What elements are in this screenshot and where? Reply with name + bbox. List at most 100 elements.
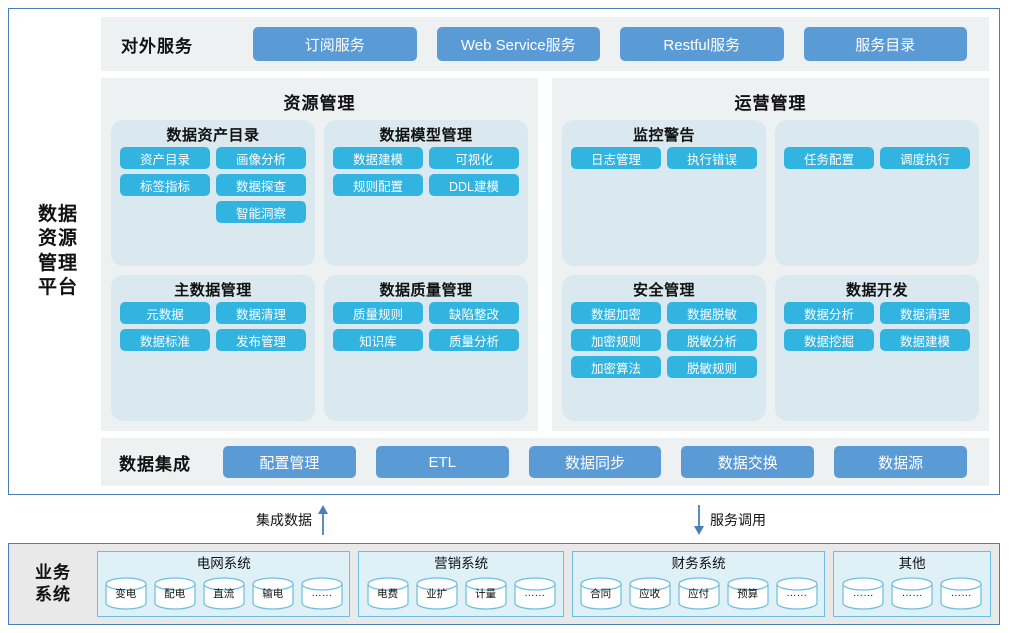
platform-title: 数据 资源 管理 平台 xyxy=(17,9,99,494)
tag-visualization[interactable]: 可视化 xyxy=(429,147,519,169)
tag-masking-analysis[interactable]: 脱敏分析 xyxy=(667,329,757,351)
business-systems-title: 业务 系统 xyxy=(17,562,89,606)
tag-data-cleaning[interactable]: 数据清理 xyxy=(216,302,306,324)
system-title-marketing: 营销系统 xyxy=(434,556,489,571)
tag-encryption-algorithm[interactable]: 加密算法 xyxy=(571,356,661,378)
cylinder-distribution[interactable]: 配电 xyxy=(153,576,197,610)
group-data-development: 数据开发 数据分析 数据清理 数据挖掘 数据建模 xyxy=(775,275,979,421)
cylinder-label: 合同 xyxy=(590,587,612,600)
tag-knowledge-base[interactable]: 知识库 xyxy=(333,329,423,351)
tag-rule-config[interactable]: 规则配置 xyxy=(333,174,423,196)
cylinder-more-finance[interactable]: …… xyxy=(775,576,819,610)
tag-defect-rectification[interactable]: 缺陷整改 xyxy=(429,302,519,324)
tag-task-config[interactable]: 任务配置 xyxy=(784,147,874,169)
system-title-grid: 电网系统 xyxy=(196,556,251,571)
tag-quality-rule[interactable]: 质量规则 xyxy=(333,302,423,324)
cylinder-other-1[interactable]: …… xyxy=(841,576,885,610)
data-resource-platform-panel: 数据 资源 管理 平台 对外服务 订阅服务 Web Service服务 Rest… xyxy=(8,8,1000,495)
tag-execution-error[interactable]: 执行错误 xyxy=(667,147,757,169)
integration-button-datasource[interactable]: 数据源 xyxy=(834,446,967,478)
arrows-band: 集成数据 服务调用 xyxy=(0,495,1010,543)
data-integration-strip: 数据集成 配置管理 ETL 数据同步 数据交换 数据源 xyxy=(101,438,989,486)
integration-button-etl[interactable]: ETL xyxy=(375,446,509,478)
cylinder-row-other: …… …… …… xyxy=(841,574,983,612)
arrow-group-service-call: 服务调用 xyxy=(693,505,766,535)
external-services-label: 对外服务 xyxy=(121,36,193,56)
operation-group-grid: 监控警告 日志管理 执行错误 任务配置 调度执行 xyxy=(562,120,979,421)
tag-data-standard[interactable]: 数据标准 xyxy=(120,329,210,351)
cylinder-label: …… xyxy=(852,587,874,599)
tag-data-exploration[interactable]: 数据探查 xyxy=(216,174,306,196)
system-box-finance: 财务系统 合同 应收 应付 预算 …… xyxy=(571,551,826,617)
group-data-asset-catalog: 数据资产目录 资产目录 画像分析 标签指标 数据探查 智能洞察 xyxy=(111,120,315,266)
cylinder-contract[interactable]: 合同 xyxy=(579,576,623,610)
cylinder-label: 应收 xyxy=(639,587,661,600)
tag-masking-rule[interactable]: 脱敏规则 xyxy=(667,356,757,378)
tag-metadata[interactable]: 元数据 xyxy=(120,302,210,324)
group-master-data-management: 主数据管理 元数据 数据清理 数据标准 发布管理 xyxy=(111,275,315,421)
cylinder-other-3[interactable]: …… xyxy=(939,576,983,610)
group-title-task-scheduling xyxy=(784,125,970,147)
cylinder-receivable[interactable]: 应收 xyxy=(628,576,672,610)
tag-data-modeling-dev[interactable]: 数据建模 xyxy=(880,329,970,351)
tag-label-indicator[interactable]: 标签指标 xyxy=(120,174,210,196)
cylinder-label: 业扩 xyxy=(426,587,448,600)
cylinder-other-2[interactable]: …… xyxy=(890,576,934,610)
tag-data-modeling[interactable]: 数据建模 xyxy=(333,147,423,169)
cylinder-substation[interactable]: 变电 xyxy=(104,576,148,610)
cylinder-more-grid[interactable]: …… xyxy=(300,576,344,610)
tag-log-management[interactable]: 日志管理 xyxy=(571,147,661,169)
service-button-catalog[interactable]: 服务目录 xyxy=(803,27,967,61)
platform-body: 对外服务 订阅服务 Web Service服务 Restful服务 服务目录 资… xyxy=(101,17,989,486)
cylinder-business-expansion[interactable]: 业扩 xyxy=(415,576,459,610)
cylinder-budget[interactable]: 预算 xyxy=(726,576,770,610)
tag-data-encryption[interactable]: 数据加密 xyxy=(571,302,661,324)
group-monitoring-alert: 监控警告 日志管理 执行错误 xyxy=(562,120,766,266)
cylinder-label: …… xyxy=(901,587,923,599)
tag-data-masking[interactable]: 数据脱敏 xyxy=(667,302,757,324)
cylinder-more-marketing[interactable]: …… xyxy=(513,576,557,610)
tag-ddl-modeling[interactable]: DDL建模 xyxy=(429,174,519,196)
cylinder-row-marketing: 电费 业扩 计量 …… xyxy=(366,574,557,612)
tag-quality-analysis[interactable]: 质量分析 xyxy=(429,329,519,351)
arrow-label-service-call: 服务调用 xyxy=(710,512,766,528)
cylinder-metering[interactable]: 计量 xyxy=(464,576,508,610)
tag-asset-catalog[interactable]: 资产目录 xyxy=(120,147,210,169)
data-integration-label: 数据集成 xyxy=(119,454,191,474)
group-title-monitoring-alert: 监控警告 xyxy=(632,127,695,144)
tag-release-management[interactable]: 发布管理 xyxy=(216,329,306,351)
tag-data-cleaning-dev[interactable]: 数据清理 xyxy=(880,302,970,324)
group-title-security-management: 安全管理 xyxy=(632,282,695,299)
tag-smart-insight[interactable]: 智能洞察 xyxy=(216,201,306,223)
cylinder-row-grid: 变电 配电 直流 输电 …… xyxy=(104,574,344,612)
system-box-other: 其他 …… …… …… xyxy=(833,551,991,617)
cylinder-label: …… xyxy=(524,587,546,599)
integration-button-config[interactable]: 配置管理 xyxy=(223,446,356,478)
service-button-webservice[interactable]: Web Service服务 xyxy=(436,27,600,61)
domain-title-operation: 运营管理 xyxy=(734,94,807,113)
cylinder-dc[interactable]: 直流 xyxy=(202,576,246,610)
service-button-restful[interactable]: Restful服务 xyxy=(620,27,784,61)
business-systems-panel: 业务 系统 电网系统 变电 配电 直流 输电 …… xyxy=(8,543,1000,625)
cylinder-payable[interactable]: 应付 xyxy=(677,576,721,610)
system-box-marketing: 营销系统 电费 业扩 计量 …… xyxy=(358,551,564,617)
platform-title-line-4: 平台 xyxy=(37,276,78,298)
system-box-grid: 电网系统 变电 配电 直流 输电 …… xyxy=(97,551,351,617)
integration-button-exchange[interactable]: 数据交换 xyxy=(681,446,815,478)
cylinder-transmission[interactable]: 输电 xyxy=(251,576,295,610)
tag-grid-master-data-management: 元数据 数据清理 数据标准 发布管理 xyxy=(120,302,306,351)
platform-title-line-1: 数据 xyxy=(37,203,78,225)
cylinder-label: …… xyxy=(950,587,972,599)
domain-row: 资源管理 数据资产目录 资产目录 画像分析 标签指标 数据探查 智能洞察 xyxy=(101,78,989,431)
tag-data-mining[interactable]: 数据挖掘 xyxy=(784,329,874,351)
tag-encryption-rule[interactable]: 加密规则 xyxy=(571,329,661,351)
service-button-subscription[interactable]: 订阅服务 xyxy=(253,27,417,61)
tag-grid-monitoring-alert: 日志管理 执行错误 xyxy=(571,147,757,169)
tag-data-analysis[interactable]: 数据分析 xyxy=(784,302,874,324)
cylinder-electricity-fee[interactable]: 电费 xyxy=(366,576,410,610)
tag-portrait-analysis[interactable]: 画像分析 xyxy=(216,147,306,169)
tag-schedule-execution[interactable]: 调度执行 xyxy=(880,147,970,169)
platform-title-line-3: 管理 xyxy=(37,252,78,274)
tag-grid-data-quality-management: 质量规则 缺陷整改 知识库 质量分析 xyxy=(333,302,519,351)
integration-button-sync[interactable]: 数据同步 xyxy=(528,446,662,478)
